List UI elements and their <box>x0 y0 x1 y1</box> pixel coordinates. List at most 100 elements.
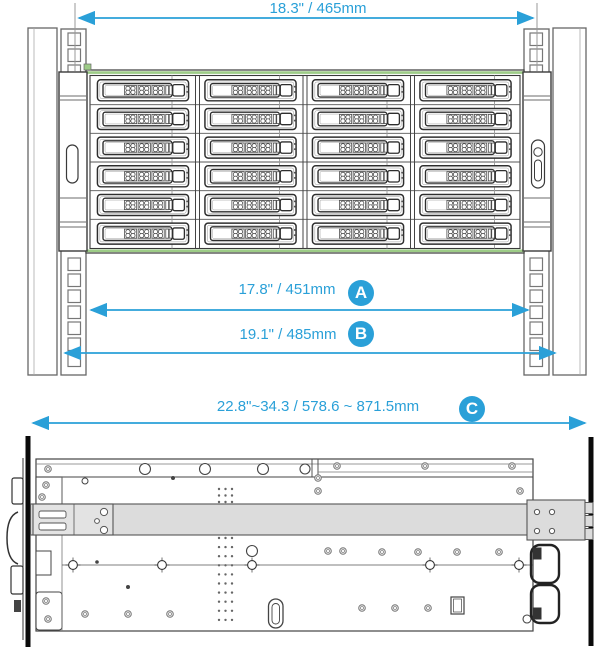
drive-tray <box>419 193 512 217</box>
screw-head <box>42 481 50 489</box>
ear-handle-slot <box>65 144 79 184</box>
drive-tray <box>311 79 405 102</box>
dimension-a-badge: A <box>348 280 374 306</box>
screw-head <box>314 474 322 482</box>
drive-tray <box>419 222 512 245</box>
cage-nut-inner <box>453 598 462 613</box>
front-bracket-mid <box>35 550 52 576</box>
screw-head <box>339 547 347 555</box>
column-mullions <box>195 75 415 249</box>
rail-body <box>35 458 534 632</box>
side-view <box>6 415 594 647</box>
drive-tray <box>96 165 190 188</box>
rivet-dots <box>217 487 234 622</box>
rack-hole <box>529 289 544 304</box>
screw-head <box>516 487 524 495</box>
mounting-ear-left <box>58 71 88 252</box>
drive-tray <box>311 165 405 188</box>
screw-head <box>44 615 52 623</box>
flange-holes <box>138 462 311 476</box>
slide-rail-end-block <box>526 499 594 541</box>
drive-tray <box>96 193 190 217</box>
dimension-a-label: 17.8" / 451mm <box>238 281 336 298</box>
screw-head <box>314 487 322 495</box>
rack-hole <box>529 32 544 47</box>
drive-tray <box>204 79 297 102</box>
slide-rail <box>29 499 594 541</box>
dimension-c-badge: C <box>459 396 485 422</box>
screw-head <box>324 547 332 555</box>
screw-head <box>414 548 422 556</box>
power-button <box>534 159 542 182</box>
screw-head <box>358 604 366 612</box>
screw-head <box>424 604 432 612</box>
dimension-c-label: 22.8"~34.3 / 578.6 ~ 871.5mm <box>216 398 420 415</box>
rack-hole <box>529 337 544 352</box>
front-bracket-lower <box>35 591 63 631</box>
front-view <box>27 3 587 376</box>
bezel-green-tab <box>83 63 92 71</box>
drive-tray <box>96 107 190 131</box>
locking-bar-seams <box>171 75 495 249</box>
screw-head <box>42 597 50 605</box>
drive-tray <box>311 193 405 217</box>
drive-tray <box>311 136 405 159</box>
front-bracket-upper <box>35 476 63 506</box>
drive-tray <box>96 136 190 159</box>
rack-hole <box>67 257 82 272</box>
drive-tray <box>204 193 297 217</box>
rack-hole <box>67 337 82 352</box>
screw-head <box>495 548 503 556</box>
screw-head <box>421 462 429 470</box>
screw-head <box>378 548 386 556</box>
rack-hole <box>529 305 544 320</box>
rack-post-rear-bar <box>588 437 594 646</box>
power-led <box>533 147 543 157</box>
rack-hole <box>67 273 82 288</box>
drive-tray <box>96 222 190 245</box>
rack-post-front-bar <box>25 436 31 647</box>
rack-hole <box>67 48 82 63</box>
rack-hole <box>67 321 82 336</box>
dimension-b-label: 19.1" / 485mm <box>239 326 337 343</box>
rack-hole <box>529 353 544 368</box>
row-separators <box>90 104 520 220</box>
rack-hole <box>67 289 82 304</box>
screw-head <box>453 548 461 556</box>
drive-tray <box>204 165 297 188</box>
drive-tray <box>311 107 405 131</box>
screw-head <box>44 465 52 473</box>
keyhole-slot-inner <box>271 603 280 625</box>
screw-head <box>124 610 132 618</box>
screw-head <box>38 493 46 501</box>
rack-hole <box>67 353 82 368</box>
dimension-arrows-front <box>63 10 557 361</box>
rack-hole <box>529 273 544 288</box>
drive-tray <box>419 165 512 188</box>
drive-tray <box>96 79 190 102</box>
drive-tray <box>419 136 512 159</box>
rack-hole <box>67 305 82 320</box>
screw-head <box>391 604 399 612</box>
drive-tray <box>419 79 512 102</box>
screw-head <box>333 462 341 470</box>
rack-hole <box>529 48 544 63</box>
drive-tray <box>419 107 512 131</box>
rear-hook-latches <box>529 543 561 625</box>
screw-head <box>166 610 174 618</box>
screw-head <box>81 610 89 618</box>
dimension-top-label: 18.3" / 465mm <box>269 0 367 17</box>
drive-tray <box>311 222 405 245</box>
mounting-ear-right <box>522 71 552 252</box>
rack-hole <box>529 321 544 336</box>
dimension-b-badge: B <box>348 321 374 347</box>
rack-hole <box>529 257 544 272</box>
drive-tray <box>204 107 297 131</box>
rack-hole <box>67 32 82 47</box>
extension-lines <box>74 3 538 71</box>
drive-tray <box>204 222 297 245</box>
drive-tray <box>204 136 297 159</box>
screw-head <box>508 462 516 470</box>
